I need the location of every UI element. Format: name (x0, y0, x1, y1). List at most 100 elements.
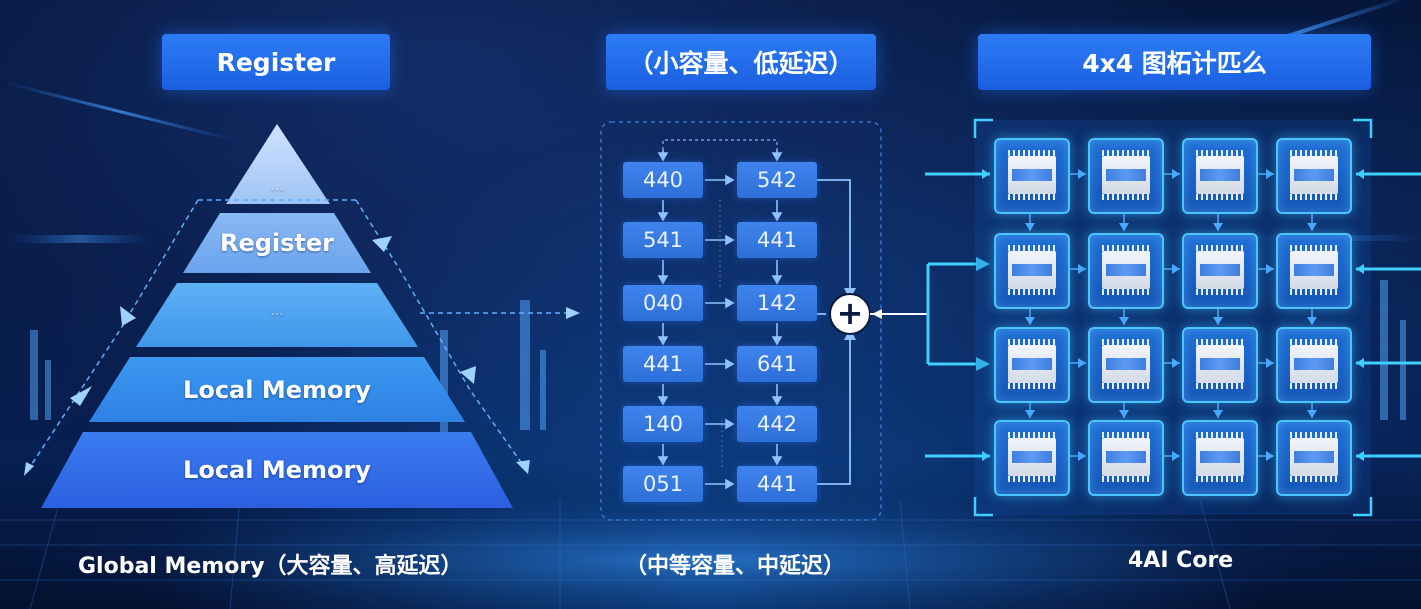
arrow-head (771, 152, 783, 162)
arrow-head (1078, 451, 1086, 461)
chip-pins (1290, 150, 1338, 156)
arrow-head (725, 234, 735, 246)
pyramid-tier-3-label: Local Memory (183, 375, 371, 404)
chip-pins (1196, 245, 1244, 251)
arrow-head (976, 357, 990, 371)
core-tile (1182, 327, 1258, 403)
chip-icon (1290, 156, 1338, 194)
arrow-head (976, 257, 990, 271)
arrow-head (771, 275, 783, 285)
pyramid-tier-2: ··· (136, 290, 418, 340)
arrow-head (1078, 358, 1086, 368)
chip-pins (1196, 476, 1244, 482)
matrix-bottom-to-adder-line (817, 334, 851, 485)
pyramid-header: Register (162, 34, 390, 90)
matrix-left-cell: 051 (623, 466, 703, 502)
arrow-head (771, 456, 783, 466)
core-tile (1276, 420, 1352, 496)
matrix-left-cell: 440 (623, 162, 703, 198)
arrow-head (1356, 358, 1364, 368)
dashed-arrow-head (120, 306, 136, 326)
chip-pins (1008, 150, 1056, 156)
chip-icon (1102, 156, 1150, 194)
matrix-right-cell: 441 (737, 222, 817, 258)
chip-pins (1008, 339, 1056, 345)
core-grid-caption: 4AI Core (1128, 548, 1234, 573)
dashed-arrow-head (460, 366, 476, 384)
pyramid-caption: Global Memory（大容量、高延迟） (78, 554, 463, 579)
pyramid-tier-1-shape (183, 213, 371, 273)
arrow-head (657, 212, 669, 222)
arrow-head (771, 212, 783, 222)
core-tile (1088, 138, 1164, 214)
chip-pins (1008, 476, 1056, 482)
chip-pins (1196, 339, 1244, 345)
arrow-head (725, 297, 735, 309)
arrow-head (725, 478, 735, 490)
core-grid-header-label: 4x4 图柘计匹么 (1082, 49, 1267, 78)
matrix-dashed-frame (600, 121, 882, 521)
arrow-head (1356, 264, 1364, 274)
chip-pins (1102, 339, 1150, 345)
arrow-head (657, 456, 669, 466)
pyramid-tier-4-label: Local Memory (183, 456, 371, 484)
chip-icon (1196, 438, 1244, 476)
core-tile (994, 138, 1070, 214)
arrow-head (1119, 410, 1129, 418)
core-tile (994, 233, 1070, 309)
matrix-header-label: （小容量、低延迟） (628, 49, 854, 78)
arrow-head (1266, 358, 1274, 368)
core-grid-header: 4x4 图柘计匹么 (978, 34, 1371, 90)
matrix-right-cell: 542 (737, 162, 817, 198)
pyramid-left-dashed-arrow (27, 199, 199, 471)
chip-pins (1196, 432, 1244, 438)
arrow-head (1307, 223, 1317, 231)
chip-pins (1290, 339, 1338, 345)
pyramid-tier-0-label: ··· (270, 182, 284, 198)
adder-symbol: + (836, 294, 864, 332)
core-tile (1182, 420, 1258, 496)
chip-icon (1290, 345, 1338, 383)
chip-pins (1196, 289, 1244, 295)
matrix-caption: （中等容量、中延迟） (625, 554, 846, 579)
chip-pins (1290, 383, 1338, 389)
pyramid-tier-1-label: Register (219, 229, 335, 257)
chip-pins (1102, 289, 1150, 295)
chip-icon (1008, 438, 1056, 476)
arrow-head (1356, 169, 1364, 179)
chip-icon (1102, 438, 1150, 476)
arrow-head (1078, 169, 1086, 179)
matrix-left-cell: 040 (623, 285, 703, 321)
matrix-header: （小容量、低延迟） (606, 34, 876, 90)
arrow-head (1307, 410, 1317, 418)
pyramid-tier-1: Register (183, 213, 371, 273)
pyramid-tier-0: ··· (236, 176, 318, 204)
chip-pins (1196, 383, 1244, 389)
matrix-top-dashed-line (662, 139, 778, 150)
dashed-arrow-head (70, 386, 92, 406)
arrow-head (1266, 264, 1274, 274)
pyramid-tier-0-shape (226, 124, 330, 204)
matrix-left-cell: 140 (623, 406, 703, 442)
arrow-head (657, 336, 669, 346)
chip-icon (1102, 251, 1150, 289)
dashed-arrow-head (372, 236, 392, 252)
chip-pins (1196, 194, 1244, 200)
core-tile (994, 327, 1070, 403)
core-tile (1088, 233, 1164, 309)
arrow-head (1213, 317, 1223, 325)
arrow-head (771, 396, 783, 406)
pyramid-tier-2-label: ··· (270, 307, 284, 323)
arrow-head (771, 336, 783, 346)
dashed-arrow-head (566, 307, 580, 319)
chip-pins (1102, 432, 1150, 438)
chip-icon (1008, 251, 1056, 289)
chip-pins (1102, 245, 1150, 251)
core-tile (1088, 327, 1164, 403)
matrix-right-cell: 442 (737, 406, 817, 442)
arrow-head (1213, 410, 1223, 418)
arrow-head (1266, 169, 1274, 179)
arrow-head (1213, 223, 1223, 231)
